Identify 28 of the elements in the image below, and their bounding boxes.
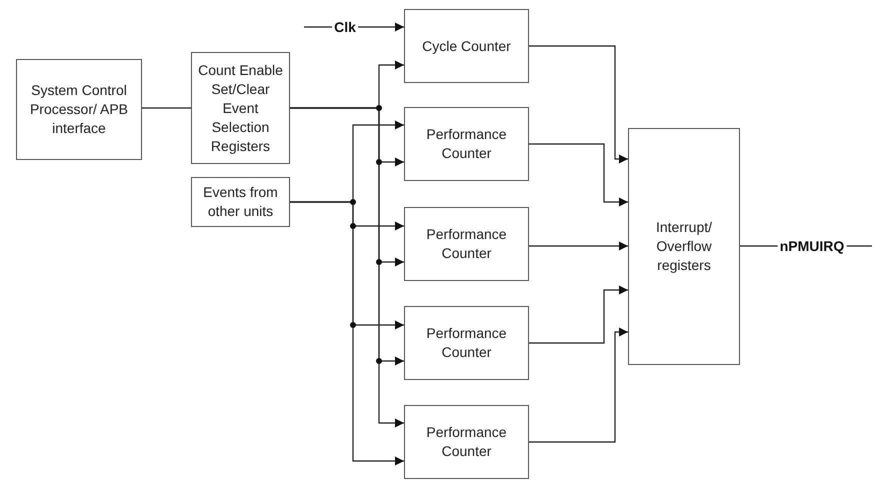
block-box	[404, 207, 529, 281]
signal-label: Clk	[332, 19, 358, 35]
connector-arrow	[290, 107, 404, 428]
block-box	[191, 52, 290, 164]
block-box	[404, 107, 529, 181]
block-label: Performance Counter	[425, 324, 508, 362]
connector-arrow	[529, 242, 628, 250]
block-box	[16, 59, 142, 160]
block-box	[628, 128, 740, 365]
block-label: Performance Counter	[425, 423, 508, 461]
connector-arrow	[529, 143, 628, 206]
signal-label: nPMUIRQ	[778, 238, 846, 254]
block-label: Count Enable Set/Clear Event Selection Registers	[197, 60, 284, 156]
block-box	[404, 9, 529, 83]
block-box	[191, 177, 290, 227]
block-label: System Control Processor/ APB interface	[28, 81, 130, 138]
connector-arrow	[529, 45, 628, 164]
connector-arrow	[529, 286, 628, 344]
block-box	[404, 405, 529, 479]
block-label: Performance Counter	[425, 225, 508, 263]
connector-arrow	[529, 328, 628, 443]
block-label: Performance Counter	[425, 125, 508, 163]
connector-line	[142, 107, 191, 109]
connector-arrow	[290, 201, 404, 466]
block-label: Interrupt/ Overflow registers	[654, 218, 714, 275]
block-label: Events from other units	[202, 183, 279, 221]
block-label: Cycle Counter	[422, 36, 511, 56]
block-box	[404, 306, 529, 380]
